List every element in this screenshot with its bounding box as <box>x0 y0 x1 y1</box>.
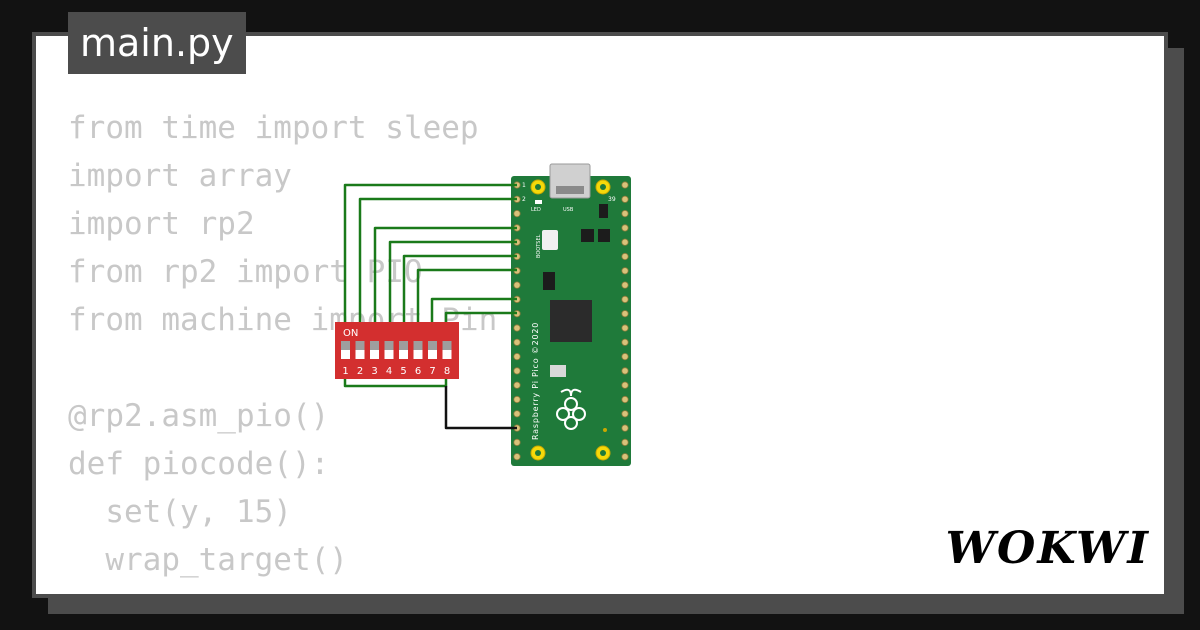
wires <box>343 183 517 430</box>
code-line: wrap_target() <box>68 542 348 578</box>
pin-label-2: 2 <box>522 196 526 203</box>
dip-switch-number: 3 <box>371 366 377 377</box>
raspberry-pi-pico[interactable]: 1 2 39 LED USB BOOTSEL Raspberry Pi Pico… <box>511 163 631 466</box>
code-line: import rp2 <box>68 206 255 242</box>
mounting-hole-center <box>600 450 606 456</box>
header-pin[interactable] <box>621 367 629 375</box>
code-line: from time import sleep <box>68 110 479 146</box>
bootsel-label: BOOTSEL <box>536 234 542 258</box>
dip-on-label: ON <box>343 328 358 339</box>
signal-wire[interactable] <box>343 183 517 334</box>
code-line: set(y, 15) <box>68 494 292 530</box>
mounting-hole-center <box>535 184 541 190</box>
header-pin[interactable] <box>621 252 629 261</box>
signal-wire[interactable] <box>373 226 517 334</box>
header-pin[interactable] <box>621 238 629 246</box>
dip-toggle-knob[interactable] <box>413 341 423 350</box>
header-pin[interactable] <box>621 310 629 318</box>
dip-toggle-knob[interactable] <box>341 341 350 350</box>
header-pin[interactable] <box>621 295 629 303</box>
header-pin[interactable] <box>621 267 629 275</box>
file-tab[interactable]: main.py <box>68 12 246 74</box>
header-pin[interactable] <box>621 424 629 432</box>
pin-label-1: 1 <box>522 182 526 189</box>
header-pin[interactable] <box>621 181 629 189</box>
usb-label: USB <box>563 207 574 213</box>
bootsel-button[interactable] <box>542 230 558 250</box>
header-pin[interactable] <box>513 281 521 289</box>
header-pin[interactable] <box>621 410 629 418</box>
header-pin[interactable] <box>621 210 629 218</box>
dip-toggle-knob[interactable] <box>355 341 365 350</box>
signal-wire[interactable] <box>358 197 517 334</box>
smd-component <box>599 204 608 218</box>
header-pin[interactable] <box>513 324 521 332</box>
mounting-hole-center <box>600 184 606 190</box>
header-pin[interactable] <box>513 410 521 418</box>
dip-switch-number: 2 <box>357 366 363 377</box>
test-pad <box>603 428 607 432</box>
header-pin[interactable] <box>621 381 629 389</box>
dip-toggle-knob[interactable] <box>384 341 394 350</box>
header-pin[interactable] <box>621 352 629 361</box>
header-pin[interactable] <box>513 395 521 404</box>
header-pin[interactable] <box>621 338 629 346</box>
header-pin[interactable] <box>513 210 521 218</box>
ground-wire[interactable] <box>444 386 517 430</box>
header-pin[interactable] <box>513 453 521 461</box>
circuit-diagram: 1 2 39 LED USB BOOTSEL Raspberry Pi Pico… <box>335 163 631 466</box>
common-wire[interactable] <box>343 379 448 388</box>
header-pin[interactable] <box>513 352 521 361</box>
dip-switch-number: 5 <box>400 366 406 377</box>
dip-toggle-knob[interactable] <box>442 341 452 350</box>
wokwi-logo: WOKWI <box>945 523 1150 574</box>
header-pin[interactable] <box>621 395 629 404</box>
pin-label-39: 39 <box>608 196 616 203</box>
signal-wire[interactable] <box>388 240 517 334</box>
dip-toggle-knob[interactable] <box>428 341 437 350</box>
dip-switch-number: 4 <box>386 366 392 377</box>
smd-component <box>581 229 594 242</box>
led-indicator <box>535 200 542 204</box>
code-line: def piocode(): <box>68 446 330 482</box>
raspberry-logo-icon <box>556 388 586 430</box>
pico-pins-left <box>513 181 521 461</box>
header-pin[interactable] <box>621 224 629 232</box>
header-pin[interactable] <box>513 338 521 346</box>
rp2040-chip <box>550 300 592 342</box>
dip-switch-number: 7 <box>429 366 435 377</box>
board-silkscreen-text: Raspberry Pi Pico ©2020 <box>531 322 540 440</box>
header-pin[interactable] <box>513 367 521 375</box>
smd-crystal <box>550 365 566 377</box>
header-pin[interactable] <box>621 281 629 289</box>
header-pin[interactable] <box>621 195 629 203</box>
dip-switch-number: 1 <box>342 366 348 377</box>
dip-toggle-knob[interactable] <box>399 341 408 350</box>
header-pin[interactable] <box>621 324 629 332</box>
dip-switch-number: 6 <box>415 366 421 377</box>
code-line: label("64") <box>68 584 497 594</box>
dip-toggle-knob[interactable] <box>370 341 379 350</box>
usb-port-slot <box>556 186 584 194</box>
mounting-hole-center <box>535 450 541 456</box>
header-pin[interactable] <box>621 438 629 446</box>
preview-card: from time import sleep import array import… <box>32 32 1168 598</box>
signal-wire[interactable] <box>402 254 517 334</box>
led-label: LED <box>531 207 541 213</box>
signal-wire[interactable] <box>416 268 517 334</box>
code-line: @rp2.asm_pio() <box>68 398 330 434</box>
pico-pins-right <box>621 181 629 461</box>
header-pin[interactable] <box>621 453 629 461</box>
code-line: import array <box>68 158 292 194</box>
smd-component <box>543 272 555 290</box>
dip-switch-number: 8 <box>444 366 450 377</box>
smd-component <box>598 229 610 242</box>
header-pin[interactable] <box>513 438 521 446</box>
header-pin[interactable] <box>513 381 521 389</box>
